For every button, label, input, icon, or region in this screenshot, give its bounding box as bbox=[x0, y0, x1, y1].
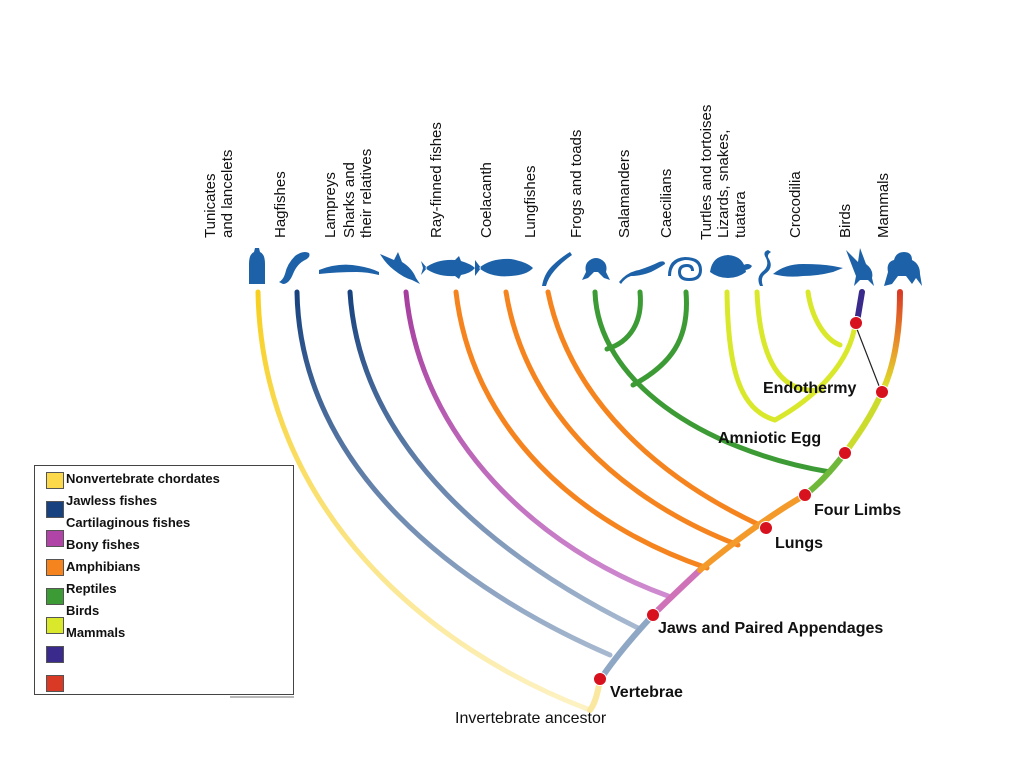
branch-lizards bbox=[754, 289, 825, 393]
branch-lungfishes bbox=[545, 289, 769, 531]
taxon-text: Birds bbox=[837, 203, 854, 238]
legend-label: Amphibians bbox=[66, 559, 141, 574]
hagfish-icon bbox=[279, 252, 310, 284]
tuna-icon bbox=[421, 256, 475, 279]
legend-label: Bony fishes bbox=[66, 537, 140, 552]
animal-icons bbox=[249, 248, 922, 286]
legend-swatch bbox=[46, 530, 64, 547]
taxon-text: Lizards, snakes, tuatara bbox=[715, 129, 749, 238]
trait-label-endothermy: Endothermy bbox=[763, 380, 857, 397]
legend: Nonvertebrate chordates Jawless fishes C… bbox=[34, 465, 294, 695]
ancestor-label: Invertebrate ancestor bbox=[455, 710, 607, 727]
branch-lampreys bbox=[347, 289, 641, 631]
endothermy-connector bbox=[854, 323, 882, 392]
branch-trunk-tetrapod bbox=[802, 450, 848, 498]
legend-swatch bbox=[46, 675, 64, 692]
legend-swatch bbox=[46, 501, 64, 518]
branch-mammals bbox=[879, 289, 903, 395]
legend-swatch bbox=[46, 472, 64, 489]
trait-label-jaws: Jaws and Paired Appendages bbox=[658, 620, 884, 637]
branch-trunk-bony bbox=[697, 492, 808, 573]
taxon-text: Sharks and their relatives bbox=[341, 148, 375, 238]
legend-label: Reptiles bbox=[66, 581, 117, 596]
caecilian-icon bbox=[668, 257, 702, 281]
trait-marker bbox=[849, 316, 863, 330]
crocodile-icon bbox=[773, 264, 843, 277]
bird-icon bbox=[846, 248, 874, 286]
branch-caecilians bbox=[630, 289, 690, 388]
trait-marker bbox=[759, 521, 773, 535]
legend-swatch bbox=[46, 617, 64, 634]
taxon-text: Tunicates and lancelets bbox=[202, 149, 236, 238]
legend-label: Nonvertebrate chordates bbox=[66, 471, 220, 486]
legend-shadow bbox=[230, 696, 294, 698]
trait-label-amniotic-egg: Amniotic Egg bbox=[718, 430, 822, 447]
branch-coelacanth bbox=[503, 289, 741, 548]
taxon-text: Coelacanth bbox=[478, 162, 495, 238]
taxon-text: Lampreys bbox=[322, 172, 339, 238]
trait-label-four-limbs: Four Limbs bbox=[814, 502, 902, 519]
turtle-icon bbox=[710, 255, 752, 278]
trait-markers bbox=[593, 316, 889, 686]
legend-label: Birds bbox=[66, 603, 100, 618]
trait-marker bbox=[593, 672, 607, 686]
branch-tunicates bbox=[255, 289, 593, 713]
branch-turtles bbox=[724, 289, 778, 423]
legend-label: Cartilaginous fishes bbox=[66, 515, 191, 530]
branch-reptile-stem bbox=[772, 322, 858, 423]
lamprey-icon bbox=[319, 264, 379, 275]
branch-sharks bbox=[403, 289, 671, 599]
taxon-text: Frogs and toads bbox=[568, 129, 585, 238]
trait-marker bbox=[875, 385, 889, 399]
legend-swatch bbox=[46, 559, 64, 576]
taxon-text: Crocodilia bbox=[787, 171, 804, 238]
branch-crocodilia bbox=[805, 289, 843, 348]
frog-icon bbox=[582, 258, 610, 280]
coelacanth-icon bbox=[475, 258, 533, 277]
snake-icon bbox=[758, 250, 771, 286]
legend-label: Jawless fishes bbox=[66, 493, 158, 508]
legend-swatch bbox=[46, 588, 64, 605]
branch-rayfinned bbox=[453, 289, 710, 571]
monkey-icon bbox=[884, 252, 922, 286]
tree-branches bbox=[255, 289, 903, 713]
trait-label-vertebrae: Vertebrae bbox=[610, 684, 683, 701]
salamander-icon bbox=[619, 261, 665, 284]
taxon-text: Ray-finned fishes bbox=[428, 122, 445, 238]
trait-marker bbox=[798, 488, 812, 502]
legend-swatch bbox=[46, 646, 64, 663]
taxon-text: Salamanders bbox=[616, 149, 633, 238]
trait-marker bbox=[646, 608, 660, 622]
taxon-text: Turtles and tortoises bbox=[698, 104, 715, 240]
trait-label-lungs: Lungs bbox=[775, 535, 823, 552]
shark-icon bbox=[380, 252, 420, 284]
trait-marker bbox=[838, 446, 852, 460]
taxon-text: Hagfishes bbox=[272, 171, 289, 238]
tunicate-icon bbox=[249, 248, 265, 284]
branch-trunk-amniote bbox=[842, 389, 885, 456]
lungfish-icon bbox=[542, 252, 572, 286]
taxon-text: Caecilians bbox=[658, 168, 675, 238]
taxon-text: Lungfishes bbox=[522, 165, 539, 238]
branch-frogs bbox=[592, 289, 833, 475]
legend-label: Mammals bbox=[66, 625, 126, 640]
taxon-text: Mammals bbox=[875, 172, 892, 238]
branch-hagfishes bbox=[294, 289, 613, 658]
branch-salamanders bbox=[604, 289, 643, 352]
